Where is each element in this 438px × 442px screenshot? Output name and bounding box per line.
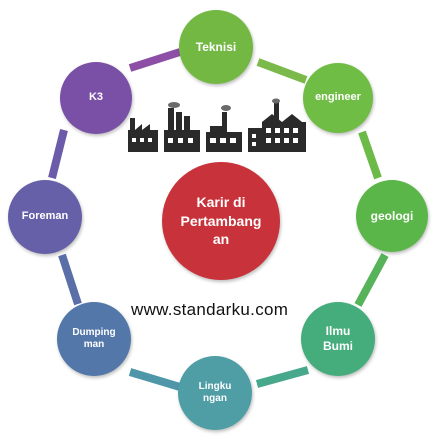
factory-icons xyxy=(128,98,306,152)
node-foreman-label: Foreman xyxy=(21,210,69,223)
node-k3[interactable]: K3 xyxy=(60,62,132,134)
node-engineer-label: engineer xyxy=(315,91,361,104)
factory-building-icon xyxy=(248,98,306,152)
node-geologi-label: geologi xyxy=(370,208,414,223)
node-foreman[interactable]: Foreman xyxy=(8,180,82,254)
node-k3-label: K3 xyxy=(88,91,104,104)
node-teknisi[interactable]: Teknisi xyxy=(179,10,253,84)
node-lingkungan-label: Lingku ngan xyxy=(198,380,232,405)
node-dumping-man-label: Dumping man xyxy=(72,326,116,351)
connector-geologi-ilmu xyxy=(354,253,389,307)
connector-engineer-geologi xyxy=(358,130,382,180)
node-teknisi-label: Teknisi xyxy=(195,39,237,54)
node-engineer[interactable]: engineer xyxy=(303,63,373,133)
watermark-url: www.standarku.com xyxy=(131,300,289,319)
connector-foreman-k3 xyxy=(48,129,68,179)
connector-teknisi-engineer xyxy=(256,58,308,84)
connector-ilmu-lingkungan xyxy=(255,366,310,388)
node-geologi[interactable]: geologi xyxy=(356,180,428,252)
node-ilmu-bumi-label: Ilmu Bumi xyxy=(323,324,353,353)
connector-lingkungan-dumping xyxy=(128,368,182,391)
center-label: Karir di Pertambang an xyxy=(180,193,262,248)
node-lingkungan[interactable]: Lingku ngan xyxy=(178,356,252,430)
node-ilmu-bumi[interactable]: Ilmu Bumi xyxy=(301,302,375,376)
connector-k3-teknisi xyxy=(128,48,182,72)
node-dumping-man[interactable]: Dumping man xyxy=(57,302,131,376)
connector-dumping-foreman xyxy=(58,253,82,306)
factory-icon xyxy=(206,105,242,152)
factory-icon xyxy=(128,118,158,152)
center-circle[interactable]: Karir di Pertambang an xyxy=(162,162,280,280)
factory-icon xyxy=(164,102,200,152)
